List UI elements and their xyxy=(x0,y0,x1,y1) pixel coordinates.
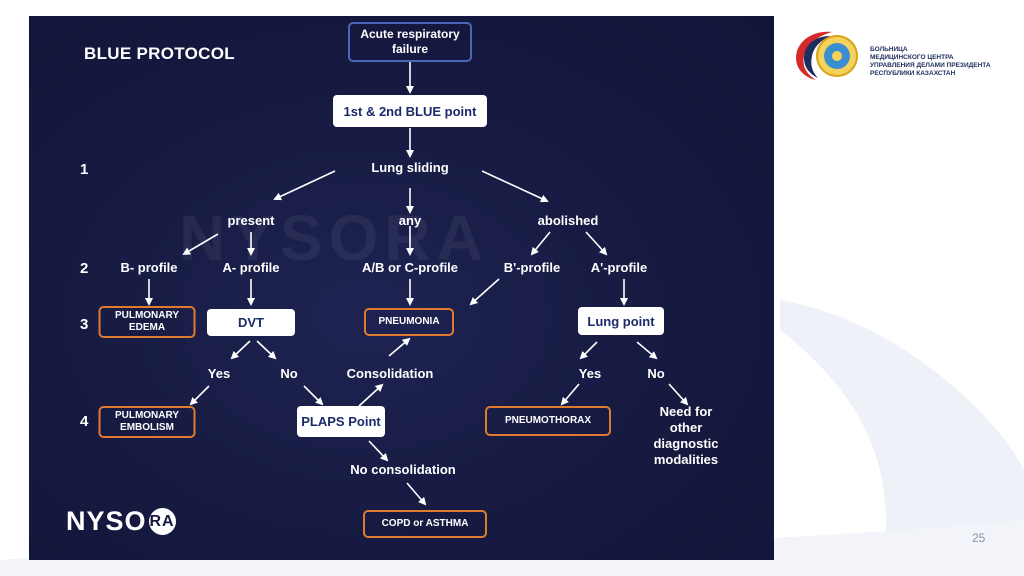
hospital-name: БОЛЬНИЦА МЕДИЦИНСКОГО ЦЕНТРА УПРАВЛЕНИЯ … xyxy=(870,46,1020,78)
step-number: 3 xyxy=(80,316,89,333)
watermark-text: NYSORA xyxy=(179,202,489,274)
step-number: 2 xyxy=(80,260,89,277)
hospital-name-line: УПРАВЛЕНИЯ ДЕЛАМИ ПРЕЗИДЕНТА xyxy=(870,62,991,69)
lung-sliding-label: Lung sliding xyxy=(371,160,449,175)
hospital-emblem-icon xyxy=(796,31,858,81)
hospital-name-line: РЕСПУБЛИКИ КАЗАХСТАН xyxy=(870,70,956,77)
page-number: 25 xyxy=(972,531,986,545)
pneumonia-node: PNEUMONIA xyxy=(364,308,454,336)
any-label: any xyxy=(398,213,422,228)
abolished-label: abolished xyxy=(537,213,599,228)
nysora-logo-ring: RA xyxy=(148,508,176,535)
consolidation-label: Consolidation xyxy=(346,366,434,381)
slide-image: NYSORA xyxy=(29,16,774,560)
other-modalities-label: Need for other diagnostic modalities xyxy=(653,404,719,467)
dvt-node: DVT xyxy=(207,309,295,336)
no-left-label: No xyxy=(280,366,298,381)
flow-arrows xyxy=(145,62,689,506)
nysora-logo-text: NYSO xyxy=(66,506,147,536)
no-consolidation-label: No consolidation xyxy=(350,462,456,477)
no-right-label: No xyxy=(647,366,665,381)
ab-c-profile-label: A/B or C-profile xyxy=(361,260,459,275)
a-prime-profile-label: A'-profile xyxy=(590,260,648,275)
blue-point-node: 1st & 2nd BLUE point xyxy=(333,95,487,127)
pneumothorax-node: PNEUMOTHORAX xyxy=(485,406,611,436)
diagram-title: BLUE PROTOCOL xyxy=(84,44,235,63)
acute-respiratory-failure-node: Acute respiratory failure xyxy=(348,22,472,62)
pulmonary-embolism-node: PULMONARY EMBOLISM xyxy=(98,406,196,438)
hospital-name-line: БОЛЬНИЦА xyxy=(870,46,908,53)
plaps-point-node: PLAPS Point xyxy=(297,406,385,437)
b-prime-profile-label: B'-profile xyxy=(503,260,561,275)
present-label: present xyxy=(227,213,275,228)
a-profile-label: A- profile xyxy=(222,260,280,275)
pulmonary-edema-node: PULMONARY EDEMA xyxy=(98,306,196,338)
step-number: 4 xyxy=(80,413,89,430)
lung-point-node: Lung point xyxy=(578,307,664,335)
hospital-name-line: МЕДИЦИНСКОГО ЦЕНТРА xyxy=(870,54,954,61)
yes-right-label: Yes xyxy=(578,366,602,381)
yes-left-label: Yes xyxy=(207,366,231,381)
step-number: 1 xyxy=(80,161,89,178)
copd-asthma-node: COPD or ASTHMA xyxy=(363,510,487,538)
b-profile-label: B- profile xyxy=(120,260,178,275)
